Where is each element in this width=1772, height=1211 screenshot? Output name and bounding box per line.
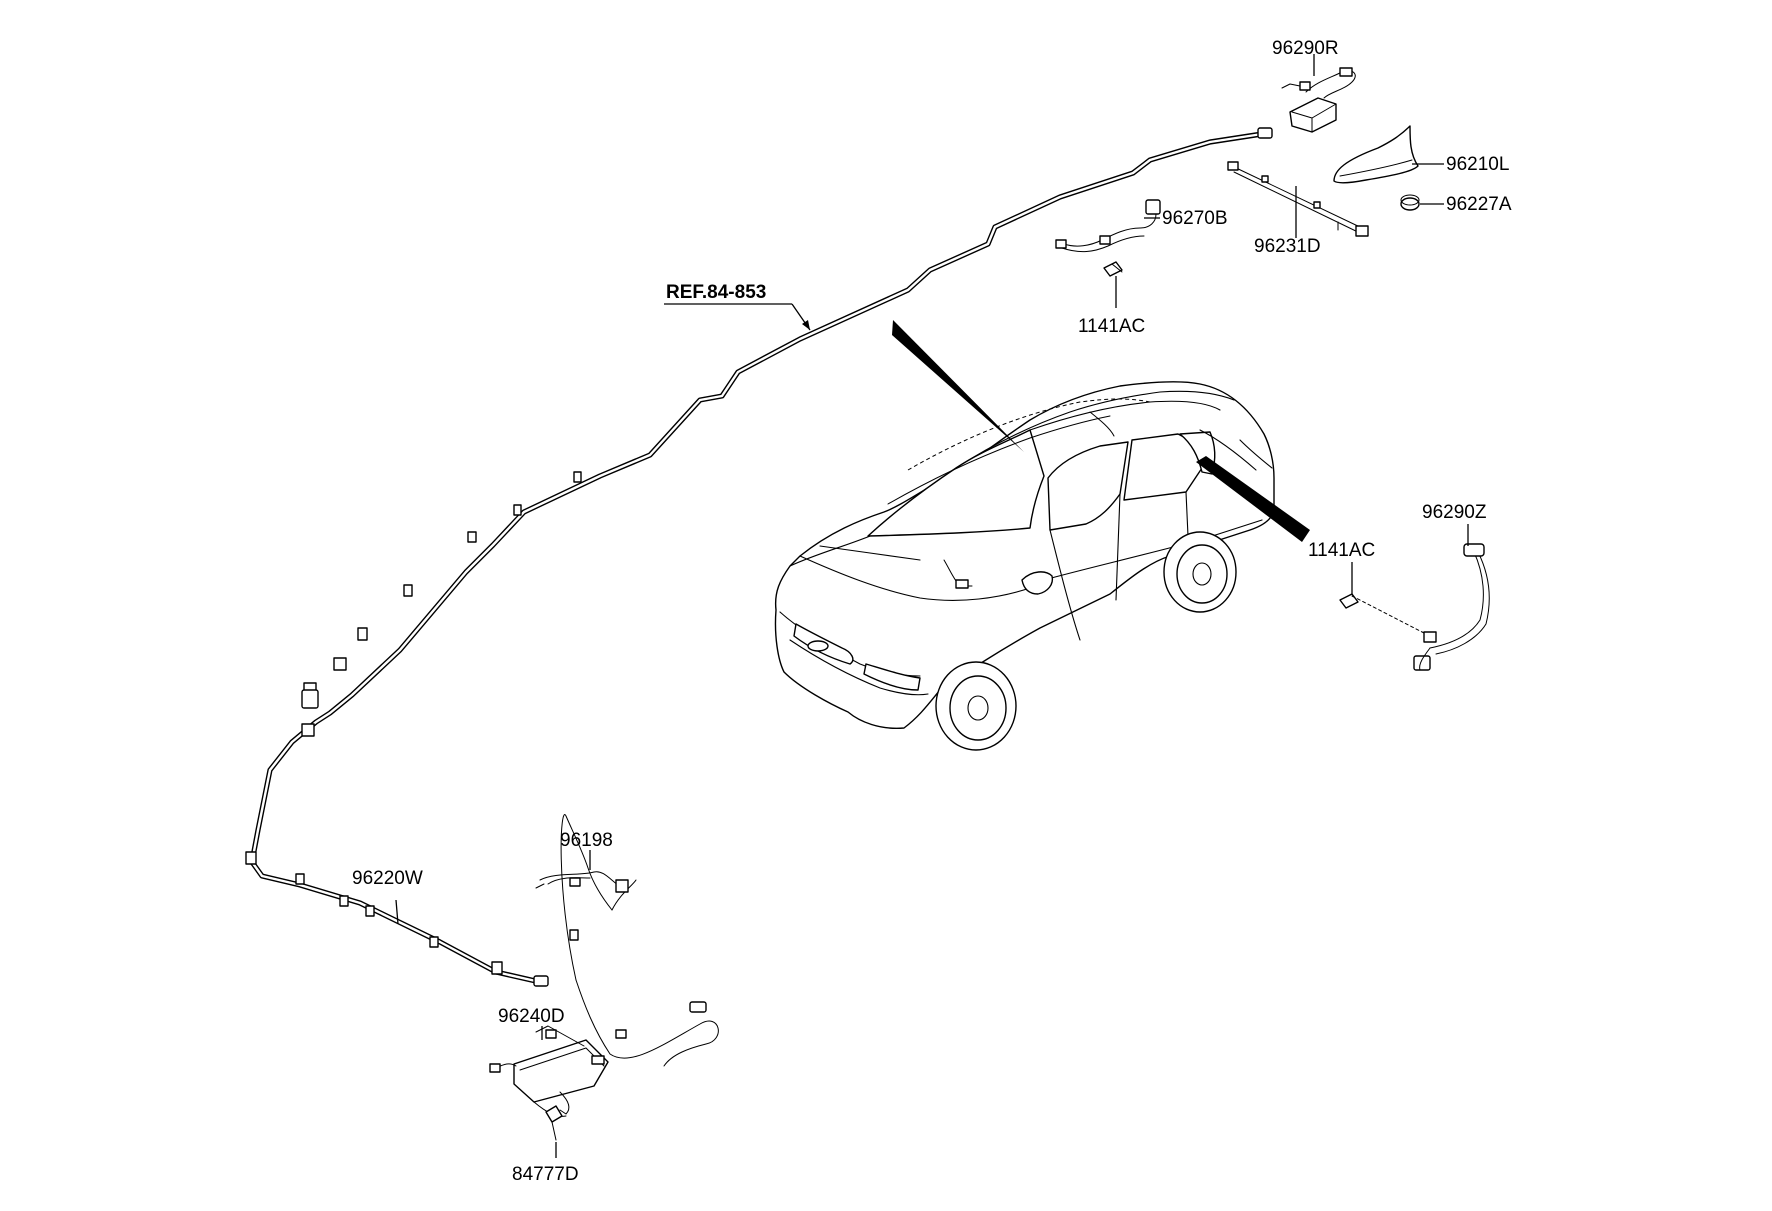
label-96231D: 96231D <box>1254 236 1321 257</box>
callout-pointer-roof <box>892 320 1024 452</box>
label-96290R: 96290R <box>1272 38 1339 59</box>
vehicle-illustration <box>774 381 1275 751</box>
cable-96198 <box>535 814 719 1067</box>
amplifier-module-96290R <box>1281 67 1356 133</box>
label-1141AC-right: 1141AC <box>1308 540 1375 561</box>
label-96240D: 96240D <box>498 1006 565 1027</box>
label-96220W: 96220W <box>352 868 423 889</box>
antenna-rod-96231D <box>1227 161 1369 237</box>
grommet-96227A <box>1400 194 1420 211</box>
screw-1141AC-right <box>1339 593 1427 635</box>
callout-pointer-rear <box>1196 456 1310 542</box>
screw-1141AC-top <box>1103 261 1123 277</box>
label-96270B: 96270B <box>1162 208 1228 229</box>
control-module-96240D <box>489 1025 609 1117</box>
screw-84777D <box>545 1105 563 1141</box>
label-84777D: 84777D <box>512 1164 579 1185</box>
sensor-harness-96270B <box>1055 199 1161 253</box>
label-96198: 96198 <box>560 830 613 851</box>
antenna-feeder-cable <box>245 127 1273 987</box>
label-96210L: 96210L <box>1446 154 1509 175</box>
label-96227A: 96227A <box>1446 194 1512 215</box>
label-96290Z: 96290Z <box>1422 502 1487 523</box>
label-1141AC-top: 1141AC <box>1078 316 1145 337</box>
shark-fin-cover-96210L <box>1333 125 1419 184</box>
label-ref-84-853: REF.84-853 <box>666 282 766 303</box>
harness-96290Z <box>1413 543 1490 671</box>
